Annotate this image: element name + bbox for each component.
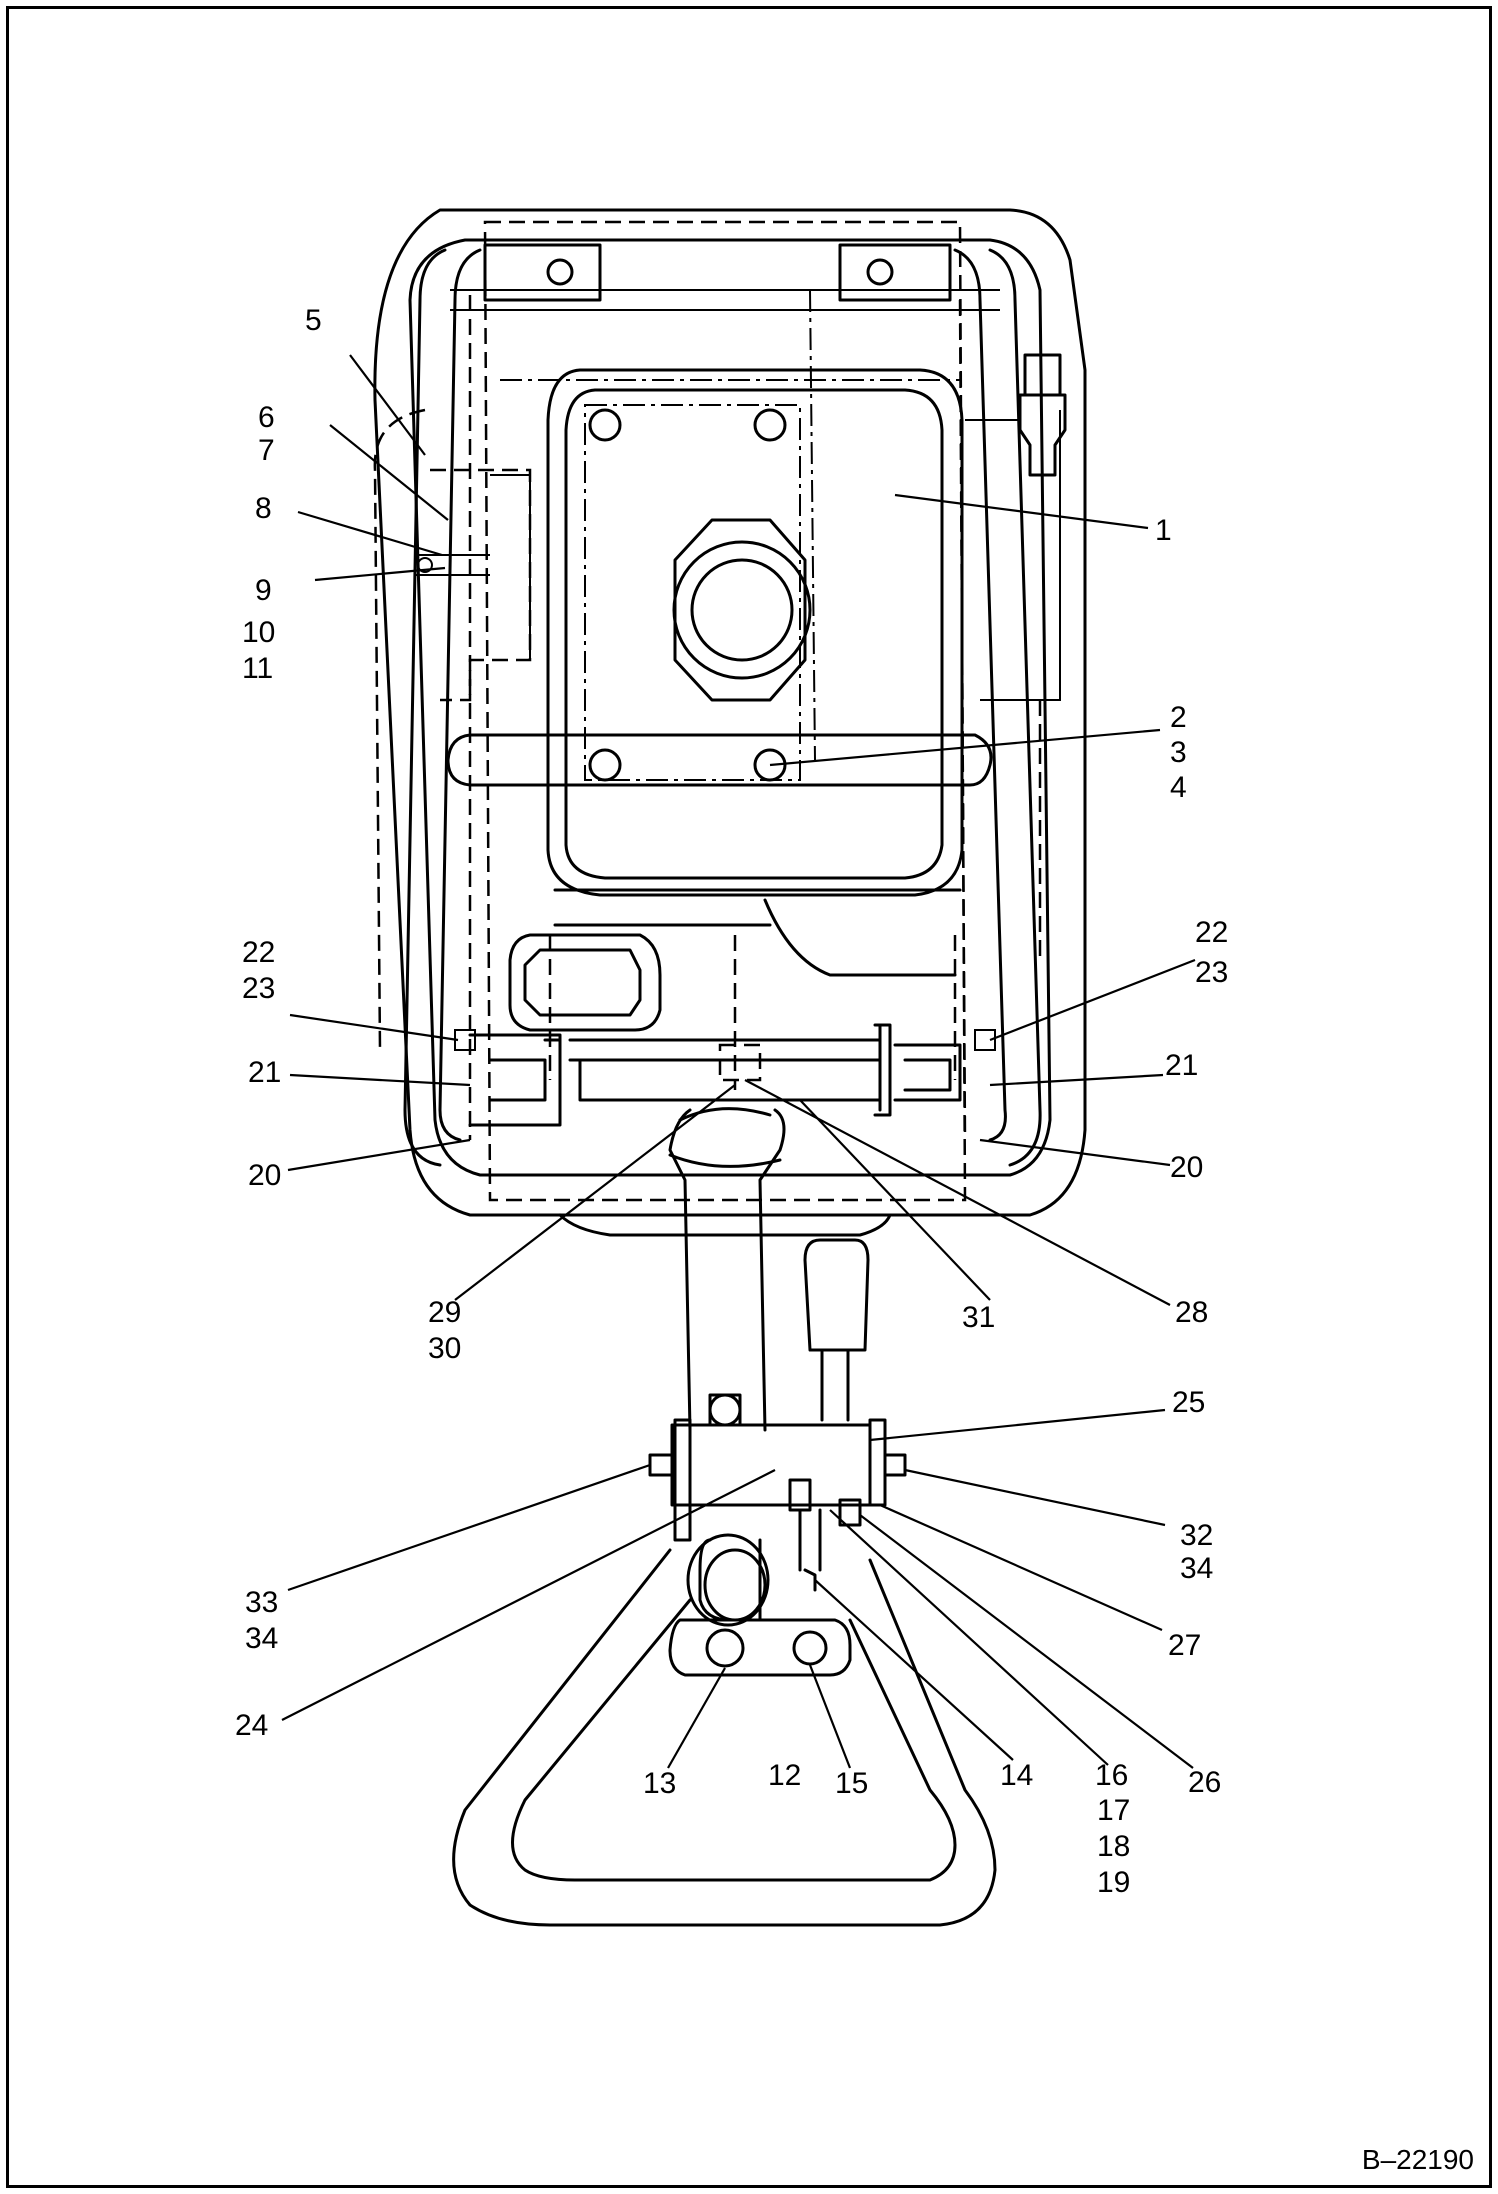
callout-26: 26 xyxy=(1188,1766,1221,1799)
callout-24: 24 xyxy=(235,1709,268,1742)
callout-2: 2 xyxy=(1170,701,1187,734)
callout-8: 8 xyxy=(255,492,272,525)
leader-lines xyxy=(281,354,1196,1769)
callout-4: 4 xyxy=(1170,771,1187,804)
callout-3: 3 xyxy=(1170,736,1187,769)
callout-20-left: 20 xyxy=(248,1159,281,1192)
pivot-cylinder xyxy=(668,1533,852,1677)
callout-29: 29 xyxy=(428,1296,461,1329)
callout-6: 6 xyxy=(258,401,275,434)
top-mounting-tabs xyxy=(450,243,1000,311)
callout-12: 12 xyxy=(768,1759,801,1792)
callout-11: 11 xyxy=(242,652,273,685)
callout-31: 31 xyxy=(962,1301,995,1334)
callout-5: 5 xyxy=(305,304,322,337)
callout-20-right: 20 xyxy=(1170,1151,1203,1184)
callout-23-left: 23 xyxy=(242,972,275,1005)
callout-34-right: 34 xyxy=(1180,1552,1213,1585)
callout-15: 15 xyxy=(835,1767,868,1800)
handle-bracket xyxy=(648,1393,907,1592)
handle-loop xyxy=(452,1548,997,1927)
callout-18: 18 xyxy=(1097,1830,1130,1863)
callout-23-right: 23 xyxy=(1195,956,1228,989)
callout-28: 28 xyxy=(1175,1296,1208,1329)
callout-1: 1 xyxy=(1155,514,1172,547)
callout-labels: 1 2 3 4 5 6 7 8 9 10 11 12 13 14 15 16 1… xyxy=(235,304,1228,1899)
cross-handle-bar xyxy=(446,733,993,787)
lower-housing xyxy=(508,888,962,1102)
callout-32: 32 xyxy=(1180,1519,1213,1552)
callout-22-left: 22 xyxy=(242,936,275,969)
callout-22-right: 22 xyxy=(1195,916,1228,949)
callout-10: 10 xyxy=(242,616,275,649)
callout-9: 9 xyxy=(255,574,272,607)
callout-34-left: 34 xyxy=(245,1622,278,1655)
callout-16: 16 xyxy=(1095,1759,1128,1792)
callout-25: 25 xyxy=(1172,1386,1205,1419)
callout-17: 17 xyxy=(1097,1794,1130,1827)
callout-21-left: 21 xyxy=(248,1056,281,1089)
right-fitting xyxy=(965,353,1067,701)
filler-cap xyxy=(672,518,812,702)
drawing-border xyxy=(6,6,1492,2188)
side-guard-bars xyxy=(403,248,1042,1167)
callout-27: 27 xyxy=(1168,1629,1201,1662)
left-bracket xyxy=(415,468,532,702)
callout-13: 13 xyxy=(643,1767,676,1800)
right-mount xyxy=(873,1023,996,1117)
callout-33: 33 xyxy=(245,1586,278,1619)
callout-30: 30 xyxy=(428,1332,461,1365)
document-number: B–22190 xyxy=(1361,2144,1474,2175)
callout-14: 14 xyxy=(1000,1759,1033,1792)
callout-19: 19 xyxy=(1097,1866,1130,1899)
left-mount xyxy=(454,1029,562,1127)
handle-shaft xyxy=(668,1107,870,1432)
callout-21-right: 21 xyxy=(1165,1049,1198,1082)
base-plate-outline xyxy=(373,208,1087,1237)
engine-block xyxy=(546,368,964,897)
callout-7: 7 xyxy=(258,434,275,467)
